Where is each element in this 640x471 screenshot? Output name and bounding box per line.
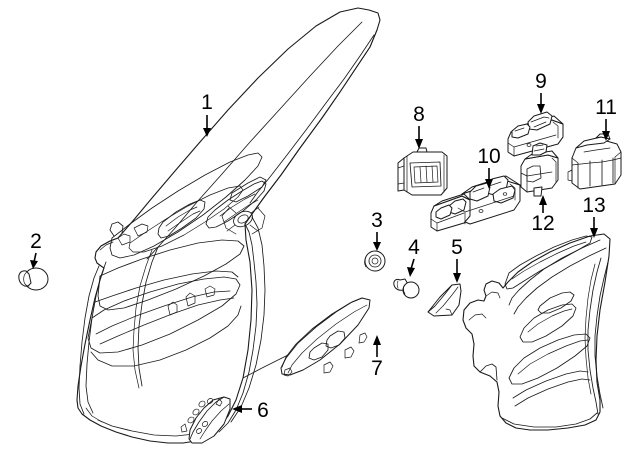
callout-label-10: 10 [477,145,500,168]
leader-arrowhead-13 [590,228,598,238]
callout-label-13: 13 [582,194,605,217]
callout-13[interactable]: 13 [582,194,606,238]
callout-11[interactable]: 11 [595,96,617,141]
callout-12[interactable]: 12 [531,195,555,235]
callout-label-12: 12 [531,212,554,235]
callout-label-8: 8 [413,103,425,126]
leader-arrowhead-10 [485,179,493,189]
callout-3[interactable]: 3 [371,209,383,251]
leader-arrowhead-6 [232,405,242,413]
callout-5[interactable]: 5 [451,236,463,283]
leader-line-2 [33,252,37,263]
leader-arrowhead-12 [539,195,547,205]
part-trim-wedge-cover[interactable] [427,283,462,317]
part-inside-handle-escutcheon[interactable] [397,147,448,196]
callout-label-7: 7 [371,357,383,380]
callout-label-1: 1 [201,91,213,114]
callout-label-11: 11 [595,96,617,119]
callout-8[interactable]: 8 [413,103,425,149]
leader-arrowhead-1 [203,128,211,137]
leader-arrowhead-4 [407,267,415,277]
callout-6[interactable]: 6 [232,399,269,422]
part-window-switch-bezel[interactable] [280,297,371,377]
callout-label-5: 5 [451,236,463,259]
callout-label-4: 4 [408,236,420,259]
callout-1[interactable]: 1 [201,91,213,137]
part-push-pin-fastener[interactable] [393,278,420,299]
callout-7[interactable]: 7 [371,335,383,380]
callout-label-2: 2 [30,230,42,253]
part-master-window-switch[interactable] [430,175,521,232]
part-rear-door-trim-panel[interactable] [462,233,611,431]
leader-arrowhead-8 [415,139,423,149]
part-grommet-ring[interactable] [364,250,386,272]
leader-arrowhead-3 [373,242,381,251]
callout-2[interactable]: 2 [30,230,42,269]
part-door-lock-switch-module[interactable] [567,133,622,190]
part-passenger-window-switch[interactable] [507,111,564,157]
callout-label-3: 3 [371,209,383,232]
leader-arrowhead-7 [373,335,381,345]
leader-arrowhead-11 [602,131,610,141]
part-mirror-control-switch[interactable] [520,142,559,197]
callout-label-6: 6 [257,399,269,422]
leader-arrowhead-2 [30,260,38,269]
callout-9[interactable]: 9 [535,70,547,114]
leader-line-4 [410,258,415,270]
leader-arrowhead-9 [537,104,545,114]
callout-label-9: 9 [535,70,547,93]
leader-arrowhead-5 [453,273,461,283]
part-door-trim-clip[interactable] [18,267,49,291]
callout-10[interactable]: 10 [477,145,501,189]
part-front-door-trim-panel[interactable] [76,7,381,444]
part-speaker-grille-bracket[interactable] [180,396,231,444]
callout-4[interactable]: 4 [407,236,420,277]
